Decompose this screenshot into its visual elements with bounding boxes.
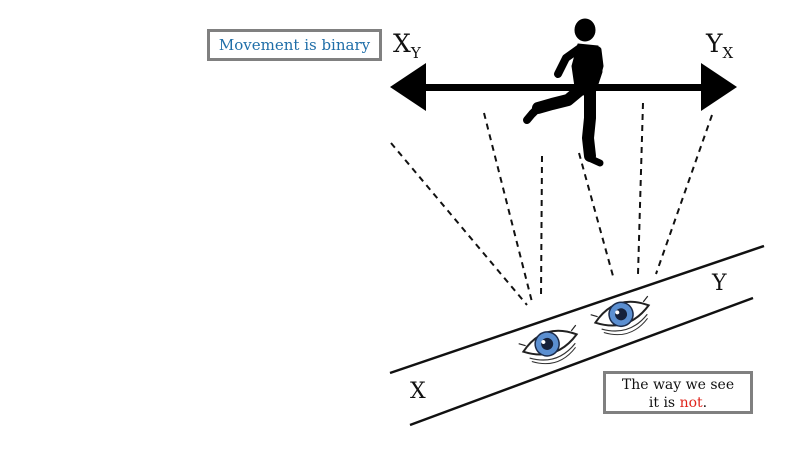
arrow-head-right (701, 63, 737, 111)
sight-line (390, 142, 528, 306)
perception-label-box: The way we see it is not. (603, 371, 753, 414)
sight-line (578, 152, 614, 277)
sight-lines (390, 102, 713, 306)
arrow-left-label: XY (393, 29, 422, 62)
perception-label-line2: it is not. (606, 394, 750, 412)
arrow-head-left (390, 63, 426, 111)
band-top-line (389, 244, 765, 375)
perception-label-line1: The way we see (621, 377, 735, 393)
runner-silhouette-icon (523, 18, 604, 167)
band-bottom-line (409, 296, 754, 427)
sight-line (483, 112, 533, 303)
perception-label-suffix: . (702, 395, 708, 411)
arrow-shaft (418, 84, 708, 91)
sight-line (655, 114, 713, 275)
perspective-band (389, 244, 765, 427)
eye-icon (590, 295, 651, 336)
band-label-left: X (410, 379, 426, 404)
perception-label-emphasis: not (679, 395, 703, 411)
eye-icon (518, 324, 579, 365)
movement-label-box: Movement is binary (207, 29, 382, 61)
perception-label-prefix: it is (648, 395, 680, 411)
sight-line (540, 155, 543, 299)
movement-label-text: Movement is binary (218, 36, 371, 54)
arrow-right-label: YX (705, 29, 734, 62)
sight-line (637, 102, 644, 275)
band-label-right: Y (711, 271, 727, 296)
binary-arrow (390, 63, 737, 111)
